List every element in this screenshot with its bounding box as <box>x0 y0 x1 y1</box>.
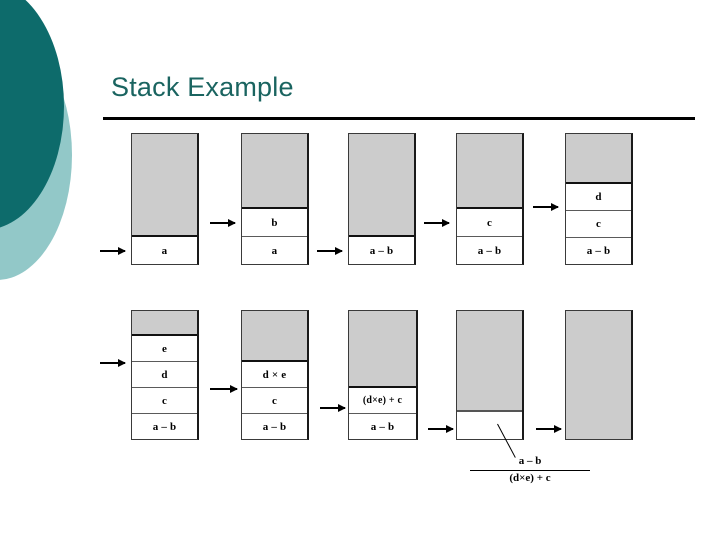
stack-6-free-space <box>132 311 197 334</box>
stack-1: a <box>131 133 199 265</box>
stack-9-cell-0 <box>457 410 522 439</box>
annotation-denominator: (d×e) + c <box>509 471 551 484</box>
stack-10-free-space <box>566 311 631 439</box>
stack-5-free-space <box>566 134 631 182</box>
stack-7-free-space <box>242 311 307 360</box>
annotation-numerator: a – b <box>470 455 590 471</box>
arrow-to-stack-4 <box>424 219 450 227</box>
stack-9 <box>456 310 524 440</box>
stack-7-cell-1: c <box>242 387 307 413</box>
arrow-to-stack-9 <box>428 425 454 433</box>
arrow-to-stack-6 <box>100 359 126 367</box>
stack-6-cell-2: c <box>132 387 197 413</box>
stack-8: (d×e) + c a – b <box>348 310 418 440</box>
stack-3: a – b <box>348 133 416 265</box>
page-title: Stack Example <box>111 72 294 102</box>
annotation-fraction: a – b (d×e) + c <box>470 455 590 486</box>
stack-6: e d c a – b <box>131 310 199 440</box>
stack-4-cell-0: c <box>457 207 522 236</box>
stack-2-cell-1: a <box>242 236 307 264</box>
stack-9-free-space <box>457 311 522 410</box>
stack-10 <box>565 310 633 440</box>
stack-6-cell-3: a – b <box>132 413 197 439</box>
arrow-to-stack-7 <box>210 385 238 393</box>
stack-4: c a – b <box>456 133 524 265</box>
stack-2-cell-0: b <box>242 207 307 236</box>
arrow-to-stack-8 <box>320 404 346 412</box>
stack-8-free-space <box>349 311 416 386</box>
stack-3-cell-0: a – b <box>349 235 414 264</box>
stack-5-cell-0: d <box>566 182 631 210</box>
stack-7-cell-2: a – b <box>242 413 307 439</box>
stack-7-cell-0: d × e <box>242 360 307 387</box>
arrow-to-stack-1 <box>100 247 126 255</box>
arrow-to-stack-10 <box>536 425 562 433</box>
title-underline-rule <box>103 117 695 120</box>
stack-4-free-space <box>457 134 522 207</box>
stack-1-free-space <box>132 134 197 235</box>
arrow-to-stack-5 <box>533 203 559 211</box>
stack-5: d c a – b <box>565 133 633 265</box>
stack-8-cell-1: a – b <box>349 413 416 439</box>
stack-6-cell-0: e <box>132 334 197 361</box>
stack-6-cell-1: d <box>132 361 197 387</box>
stack-2: b a <box>241 133 309 265</box>
stack-1-cell-0: a <box>132 235 197 264</box>
stack-5-cell-2: a – b <box>566 237 631 264</box>
arrow-to-stack-3 <box>317 247 343 255</box>
stack-7: d × e c a – b <box>241 310 309 440</box>
stack-5-cell-1: c <box>566 210 631 237</box>
stack-3-free-space <box>349 134 414 235</box>
arrow-to-stack-2 <box>210 219 236 227</box>
stack-2-free-space <box>242 134 307 207</box>
stack-4-cell-1: a – b <box>457 236 522 264</box>
stack-8-cell-0: (d×e) + c <box>349 386 416 413</box>
